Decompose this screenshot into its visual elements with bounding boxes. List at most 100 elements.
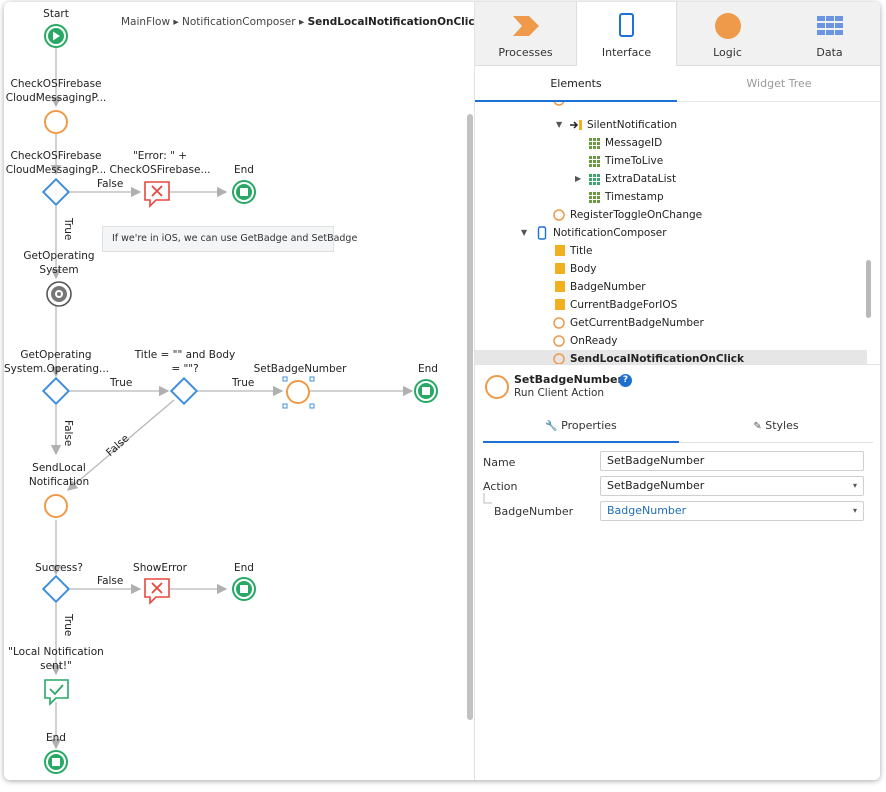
show-error-node[interactable] <box>144 578 170 605</box>
edge-true-label: True <box>232 377 255 389</box>
tab-widget-tree[interactable]: Widget Tree <box>746 77 812 90</box>
tree-item-current-badge[interactable]: CurrentBadgeForIOS <box>475 296 867 314</box>
variable-icon <box>555 299 565 310</box>
help-icon[interactable]: ? <box>619 374 632 387</box>
show-error-label: ShowError <box>133 562 187 574</box>
attribute-icon <box>589 156 600 167</box>
breadcrumb-flow[interactable]: MainFlow <box>121 16 171 28</box>
start-node[interactable] <box>44 24 68 48</box>
edge-false-label: False <box>97 178 124 190</box>
tree-item-silent-notification[interactable]: ▼ SilentNotification <box>475 116 867 134</box>
caret-down-icon[interactable]: ▼ <box>556 120 563 129</box>
breadcrumb: MainFlow ▸ NotificationComposer ▸ SendLo… <box>121 16 482 28</box>
message-node[interactable] <box>44 679 69 706</box>
canvas-scrollbar[interactable] <box>467 114 473 720</box>
message-label-1: "Local Notification <box>8 646 104 658</box>
tree-item-title[interactable]: Title <box>475 242 867 260</box>
tab-label: Processes <box>498 46 553 59</box>
client-action-icon <box>553 317 565 329</box>
get-operating-system-node[interactable] <box>46 281 72 307</box>
getos2-label-2: System.Operating... <box>4 363 109 375</box>
end-node[interactable] <box>232 180 256 204</box>
tab-label: Interface <box>601 46 652 59</box>
raise-error-node[interactable] <box>144 181 170 208</box>
tree-item-get-current-badge[interactable]: GetCurrentBadgeNumber <box>475 314 867 332</box>
tab-label: Logic <box>713 46 742 59</box>
end-label: End <box>234 164 254 176</box>
check-firebase-action-node[interactable] <box>44 110 68 134</box>
tree-item-on-ready[interactable]: OnReady <box>475 332 867 350</box>
tab-interface[interactable]: Interface <box>576 2 677 67</box>
input-parameter-icon <box>570 120 582 130</box>
error-label-1: "Error: " + <box>132 150 188 162</box>
tree-item-register-toggle[interactable]: RegisterToggleOnChange <box>475 206 867 224</box>
breadcrumb-separator: ▸ <box>298 16 305 28</box>
caret-down-icon[interactable]: ▼ <box>521 228 528 237</box>
tab-styles[interactable]: ✎ Styles <box>753 419 799 432</box>
tab-properties[interactable]: 🔧 Properties <box>483 409 679 443</box>
wrench-icon: 🔧 <box>545 421 558 432</box>
if-success-node[interactable] <box>41 574 71 604</box>
tab-logic[interactable]: Logic <box>677 2 778 66</box>
tree-item-body[interactable]: Body <box>475 260 867 278</box>
tree-item-notification-composer[interactable]: ▼ NotificationComposer <box>475 224 867 242</box>
title-cond-label-1: Title = "" and Body <box>134 349 236 361</box>
tree-item-cut <box>475 102 867 108</box>
dropdown-icon: ▾ <box>852 481 857 490</box>
properties-title: SetBadgeNumber <box>514 373 623 386</box>
title-cond-label-2: = ""? <box>171 363 199 375</box>
screen-icon <box>537 226 547 240</box>
edge-false-label: False <box>97 575 124 587</box>
breadcrumb-current: SendLocalNotificationOnClick <box>307 16 482 28</box>
end-node[interactable] <box>44 750 68 774</box>
app-window: MainFlow ▸ NotificationComposer ▸ SendLo… <box>4 2 880 780</box>
end-node[interactable] <box>232 577 256 601</box>
error-label-2: CheckOSFirebase... <box>109 164 211 176</box>
tab-data[interactable]: Data <box>778 2 880 66</box>
action-select[interactable]: SetBadgeNumber ▾ <box>600 476 864 496</box>
success-label: Success? <box>35 562 83 574</box>
badge-number-param-label: BadgeNumber <box>494 505 574 518</box>
check1-label-2: CloudMessagingP... <box>5 92 107 104</box>
right-panel: Processes Interface Logic <box>474 2 880 780</box>
caret-right-icon[interactable]: ▶ <box>575 174 582 183</box>
tab-processes[interactable]: Processes <box>475 2 576 66</box>
send-local-notification-node[interactable] <box>44 494 68 518</box>
if-title-body-node[interactable] <box>169 376 199 406</box>
attribute-icon <box>589 192 600 203</box>
set-badge-number-node[interactable] <box>282 376 315 409</box>
flow-comment[interactable]: If we're in iOS, we can use GetBadge and… <box>102 226 357 252</box>
name-field[interactable]: SetBadgeNumber <box>600 451 864 471</box>
breadcrumb-separator: ▸ <box>173 16 179 28</box>
variable-icon <box>555 281 565 292</box>
dropdown-icon: ▾ <box>852 506 857 515</box>
properties-tabs: 🔧 Properties ✎ Styles <box>483 409 873 443</box>
flow-connectors <box>41 24 438 774</box>
tree-item-extra-data-list[interactable]: ▶ ExtraDataList <box>475 170 867 188</box>
tree-item-send-local-selected[interactable]: SendLocalNotificationOnClick <box>475 350 867 364</box>
client-action-icon <box>553 353 565 364</box>
breadcrumb-composer[interactable]: NotificationComposer <box>182 16 296 28</box>
if-check-firebase-node[interactable] <box>41 177 71 207</box>
badge-number-param-select[interactable]: BadgeNumber ▾ <box>600 501 864 521</box>
edge-true-label: True <box>110 377 133 389</box>
name-label: Name <box>483 456 516 469</box>
end-node[interactable] <box>414 379 438 403</box>
edge-true-label: True <box>62 614 74 637</box>
tab-elements[interactable]: Elements <box>475 66 677 102</box>
message-label-2: sent!" <box>40 660 72 672</box>
start-label: Start <box>43 8 69 20</box>
send-local-label-2: Notification <box>28 476 90 488</box>
tree-item-badge-number[interactable]: BadgeNumber <box>475 278 867 296</box>
send-local-label-1: SendLocal <box>32 462 86 474</box>
tree-item-timestamp[interactable]: Timestamp <box>475 188 867 206</box>
if-get-operating-system-node[interactable] <box>41 376 71 406</box>
tree-scrollbar[interactable] <box>866 260 871 318</box>
logic-icon <box>715 13 741 39</box>
client-action-icon <box>485 375 509 399</box>
tree-item-time-to-live[interactable]: TimeToLive <box>475 152 867 170</box>
flow-canvas[interactable]: MainFlow ▸ NotificationComposer ▸ SendLo… <box>4 2 482 780</box>
tree-item-message-id[interactable]: MessageID <box>475 134 867 152</box>
tree-connector-icon <box>483 493 492 504</box>
panel-tabs: Processes Interface Logic <box>475 2 880 67</box>
